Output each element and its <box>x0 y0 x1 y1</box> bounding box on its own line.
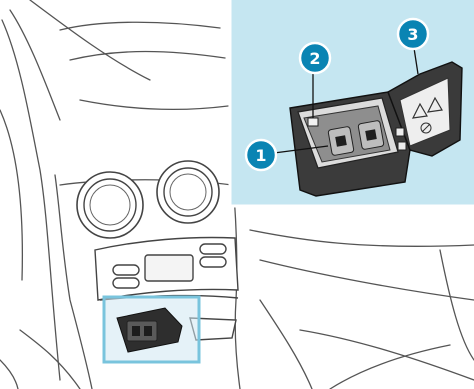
callout-1: 1 <box>246 140 276 170</box>
climate-control-panel <box>95 238 238 301</box>
air-vent-left <box>77 172 143 238</box>
socket-highlight-box <box>104 297 199 362</box>
callout-2: 2 <box>300 43 330 73</box>
indicator-lamp <box>308 118 318 126</box>
usb-port-right <box>358 120 384 149</box>
callout-3: 3 <box>398 19 428 49</box>
usb-port-left <box>328 126 354 155</box>
usb-socket-housing <box>290 92 410 196</box>
detail-inset <box>230 0 474 206</box>
callout-1-label: 1 <box>255 146 266 165</box>
air-vent-right <box>157 161 219 223</box>
callout-3-label: 3 <box>407 25 418 44</box>
callout-2-label: 2 <box>309 49 320 68</box>
